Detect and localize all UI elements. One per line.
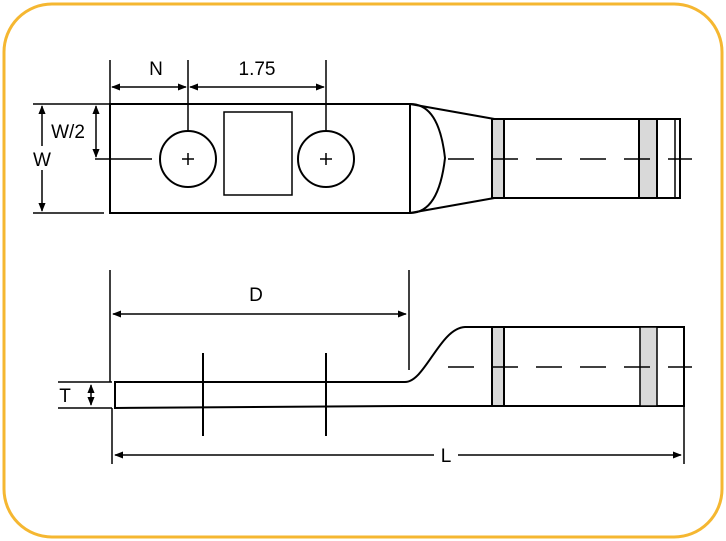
- d-label: D: [249, 285, 263, 306]
- top-window: [223, 111, 293, 196]
- l-label: L: [441, 446, 452, 467]
- top-view: N 1.75 W/2 W: [32, 59, 692, 214]
- t-label: T: [59, 386, 71, 407]
- side-profile: [114, 326, 685, 410]
- top-transition: [409, 103, 447, 214]
- side-view: D T L: [58, 270, 692, 467]
- w-half-label: W/2: [51, 122, 85, 143]
- w-label: W: [33, 150, 51, 171]
- n-label: N: [149, 59, 163, 80]
- spacing-label: 1.75: [239, 59, 276, 80]
